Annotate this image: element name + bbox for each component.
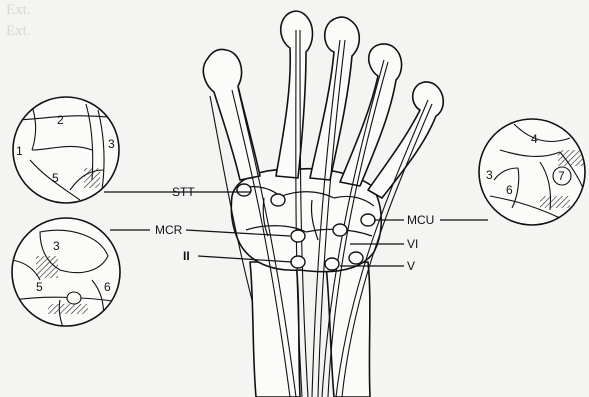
portal-marker	[325, 258, 339, 270]
ulna-bone	[326, 262, 370, 397]
inset-radial-lower: 3 5 6	[12, 218, 120, 330]
index-finger-bone	[276, 11, 313, 178]
inset-c-number: 3	[486, 168, 493, 182]
inset-a-number: 5	[52, 171, 59, 185]
label-mcu: MCU	[407, 213, 434, 227]
portal-marker	[291, 230, 305, 242]
inset-a-number: 1	[16, 144, 23, 158]
portal-marker	[237, 184, 251, 196]
portal-marker	[361, 214, 375, 226]
inset-c-number: 7	[558, 169, 565, 183]
portal-marker	[333, 224, 347, 236]
label-vi: VI	[407, 237, 418, 251]
inset-b-number: 5	[36, 280, 43, 294]
inset-c-number: 6	[506, 183, 513, 197]
label-ii: II	[183, 249, 190, 263]
thumb-bone	[203, 49, 260, 180]
inset-ulnar: 4 3 6 7	[479, 119, 585, 225]
portal-marker	[349, 252, 363, 264]
portal-marker	[271, 194, 285, 206]
inset-a-number: 2	[57, 113, 64, 127]
portal-marker	[291, 256, 305, 268]
inset-b-number: 6	[104, 280, 111, 294]
label-stt: STT	[172, 185, 195, 199]
label-mcr: MCR	[155, 223, 183, 237]
inset-radial-upper: 1 2 3 5	[12, 97, 119, 203]
radius-bone	[250, 262, 300, 397]
inset-c-number: 4	[531, 132, 538, 146]
inset-b-number: 3	[53, 239, 60, 253]
inset-a-number: 3	[108, 137, 115, 151]
label-v: V	[407, 259, 415, 273]
